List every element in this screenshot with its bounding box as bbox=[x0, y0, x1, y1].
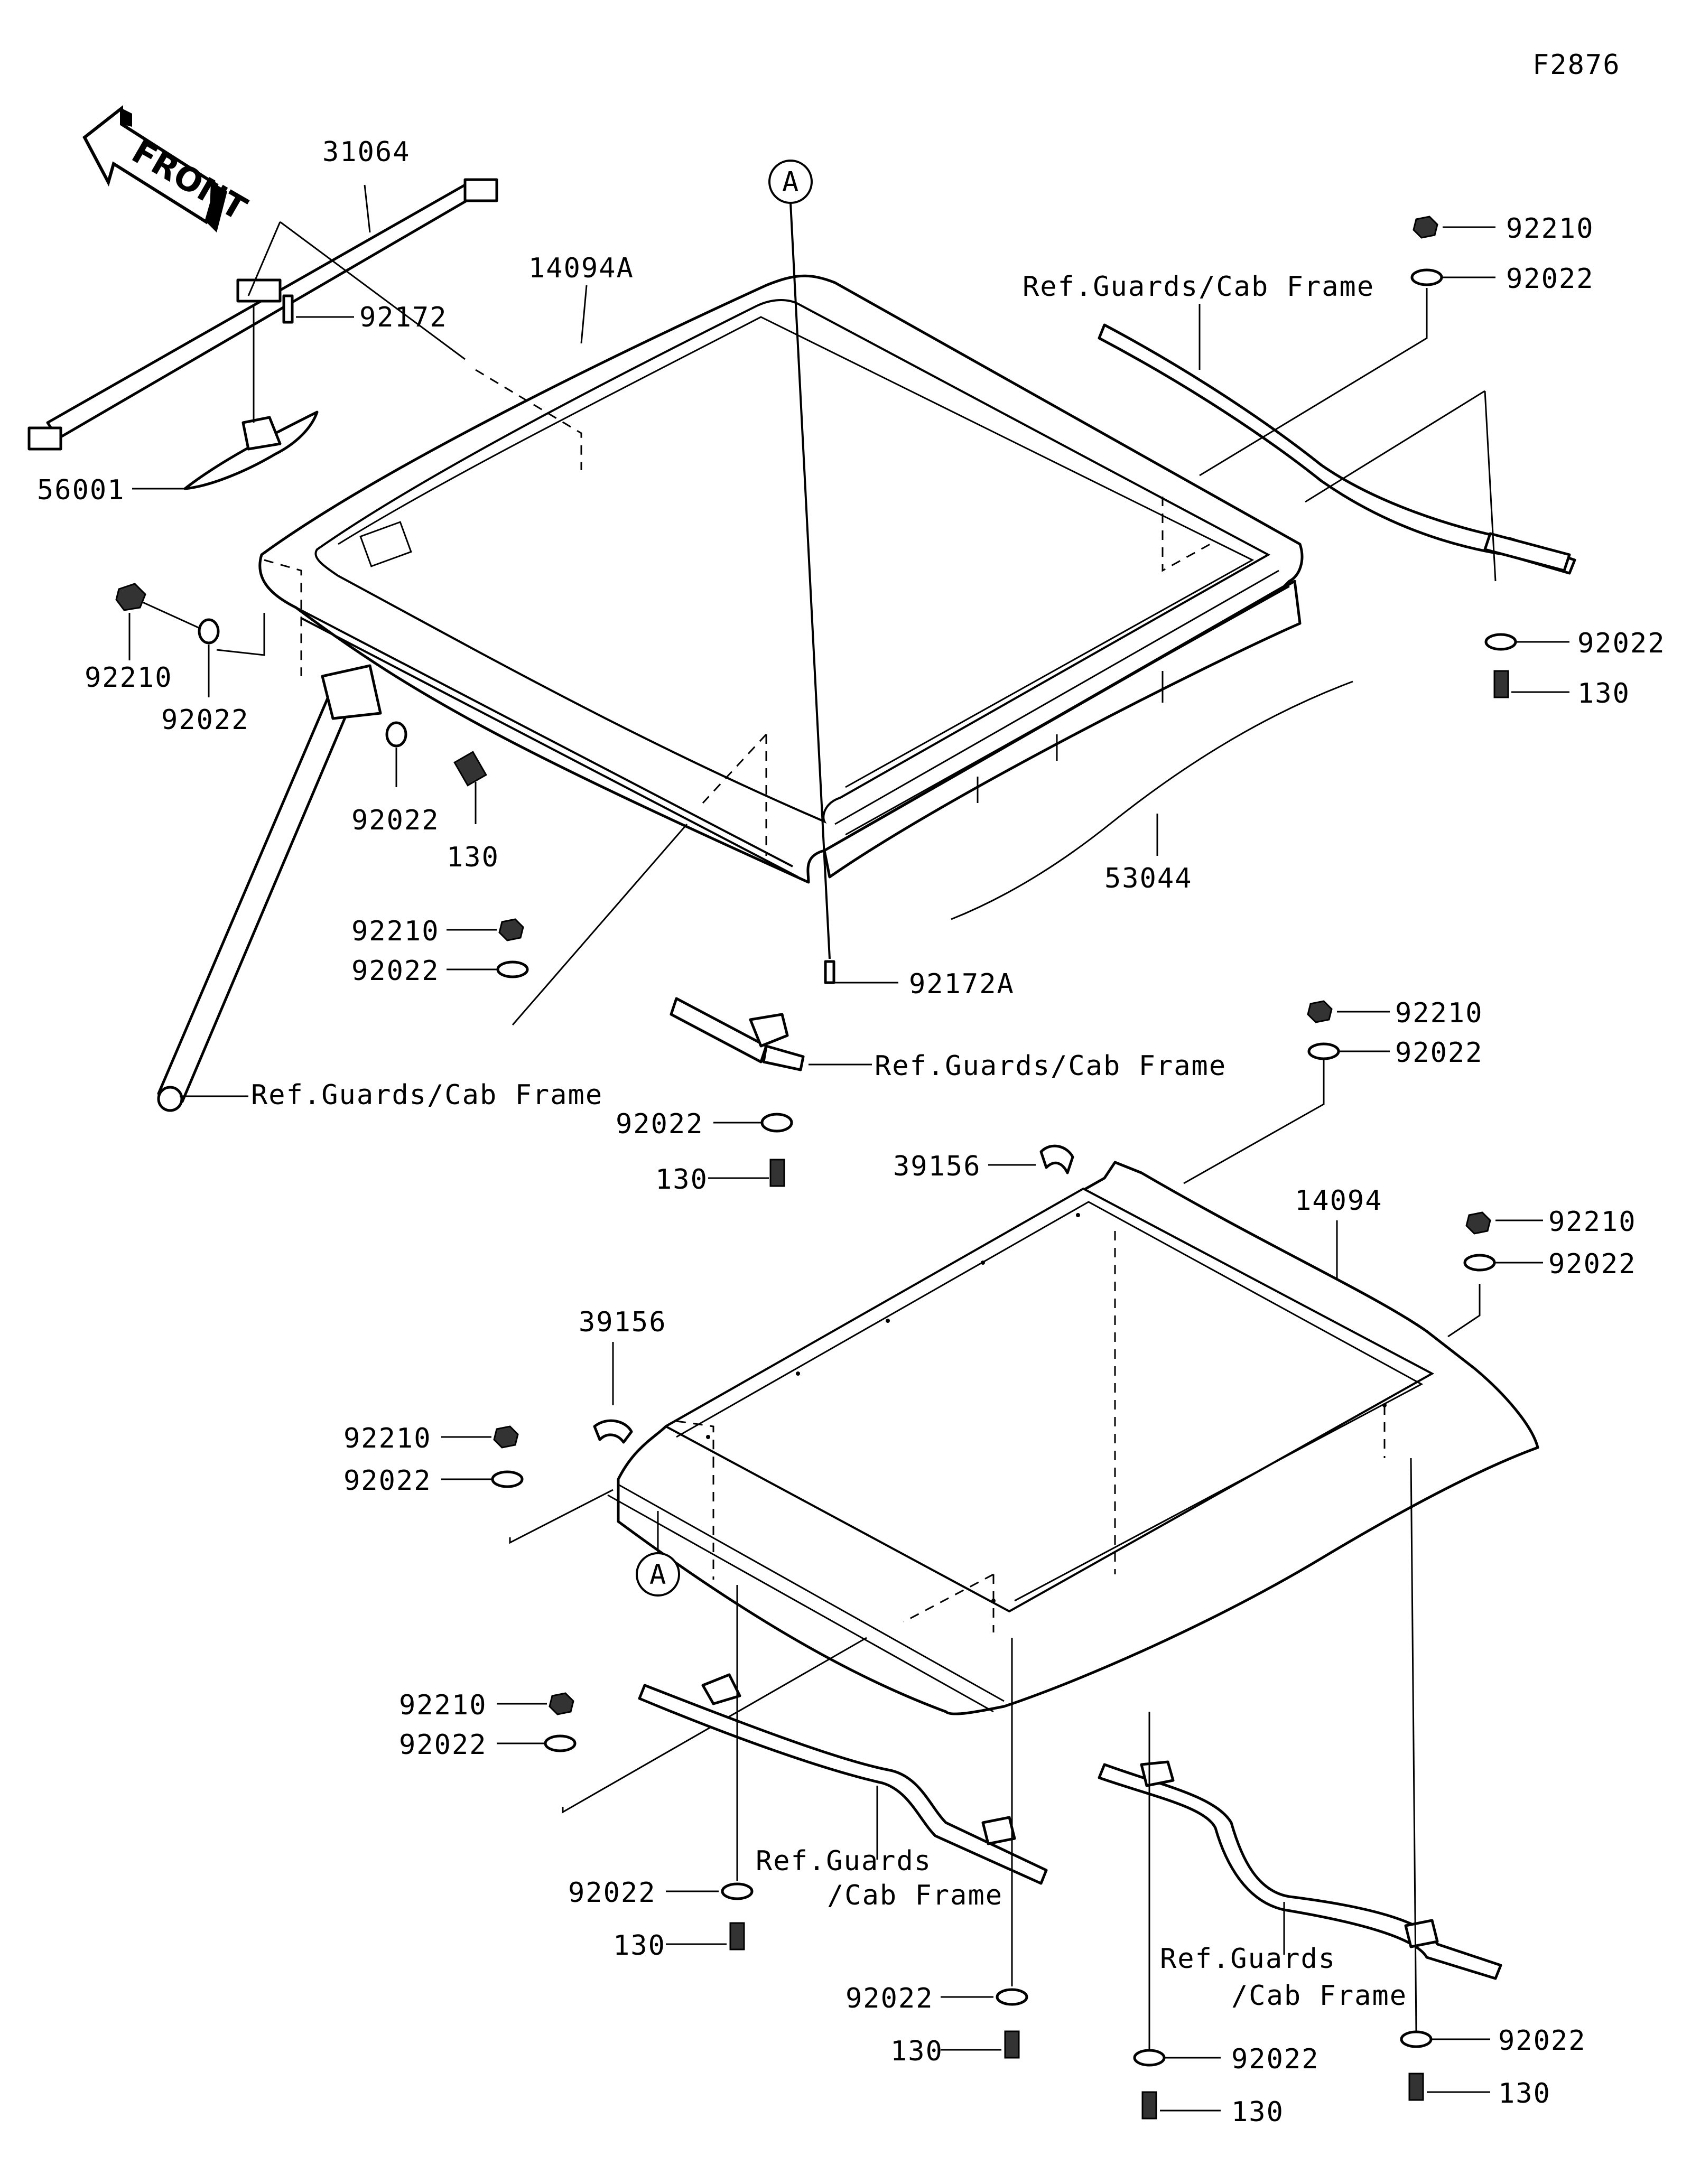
rail-ref-top-right: Ref.Guards/Cab Frame bbox=[1023, 271, 1576, 575]
svg-text:Ref.Guards/Cab Frame: Ref.Guards/Cab Frame bbox=[875, 1050, 1227, 1082]
nut-92210-l4: 92210 bbox=[399, 1690, 574, 1721]
svg-text:A: A bbox=[649, 1559, 667, 1591]
washer-92022-left: 92022 bbox=[142, 601, 265, 736]
svg-text:92022: 92022 bbox=[616, 1108, 704, 1140]
svg-text:92210: 92210 bbox=[343, 1423, 432, 1454]
svg-text:92210: 92210 bbox=[1506, 213, 1594, 245]
washer-92022-center: 92022 bbox=[616, 1108, 793, 1140]
label-31064: 31064 bbox=[322, 136, 411, 168]
left-strut: Ref.Guards/Cab Frame bbox=[157, 664, 603, 1112]
svg-text:92210: 92210 bbox=[1395, 997, 1483, 1029]
bolt-130-b4: 130 bbox=[1408, 2073, 1551, 2110]
washer-92022-l3: 92022 bbox=[343, 1465, 614, 1544]
svg-text:92210: 92210 bbox=[85, 662, 173, 694]
svg-text:53044: 53044 bbox=[1104, 863, 1193, 894]
bolt-130-b2: 130 bbox=[890, 2030, 1020, 2067]
bolt-130-b3: 130 bbox=[1141, 2091, 1284, 2128]
label-ref-left: Ref.Guards/Cab Frame bbox=[251, 1079, 603, 1111]
nut-92210-c: 92210 bbox=[1307, 997, 1483, 1029]
washer-92022-left2: 92022 bbox=[351, 721, 440, 836]
washer-92022-b1: 92022 bbox=[568, 1877, 754, 1909]
nut-92210-mid: 92210 bbox=[351, 916, 524, 947]
svg-text:130: 130 bbox=[655, 1164, 708, 1196]
bolt-130-r1: 130 bbox=[1493, 670, 1630, 710]
washer-92022-c: 92022 bbox=[1183, 1037, 1483, 1184]
label-92172: 92172 bbox=[359, 302, 448, 333]
svg-text:A: A bbox=[782, 166, 800, 198]
svg-text:92022: 92022 bbox=[343, 1465, 432, 1497]
washer-92022-b2: 92022 bbox=[846, 1983, 1028, 2014]
svg-text:92210: 92210 bbox=[399, 1690, 487, 1721]
svg-text:92210: 92210 bbox=[1548, 1206, 1637, 1238]
front-arrow-icon: FRONT bbox=[82, 105, 253, 232]
bar-31064: 31064 bbox=[27, 136, 498, 451]
svg-text:92022: 92022 bbox=[161, 704, 249, 736]
svg-text:130: 130 bbox=[613, 1930, 666, 1962]
svg-text:92022: 92022 bbox=[351, 955, 440, 987]
rail-ref-bottom-right: Ref.Guards /Cab Frame bbox=[1098, 1760, 1502, 2012]
svg-text:130: 130 bbox=[1498, 2078, 1551, 2110]
svg-text:39156: 39156 bbox=[579, 1306, 667, 1338]
svg-text:92022: 92022 bbox=[1548, 1248, 1637, 1280]
svg-text:92022: 92022 bbox=[1231, 2043, 1320, 2075]
svg-text:130: 130 bbox=[1577, 678, 1630, 710]
svg-text:92022: 92022 bbox=[568, 1877, 656, 1909]
svg-text:Ref.Guards: Ref.Guards bbox=[1160, 1943, 1336, 1975]
bolt-130-b1: 130 bbox=[613, 1922, 745, 1962]
ref-marker-a-top: A bbox=[768, 160, 831, 959]
washer-92022-mid: 92022 bbox=[351, 824, 688, 1025]
svg-text:92210: 92210 bbox=[351, 916, 440, 947]
washer-92022-b3: 92022 bbox=[1133, 2043, 1320, 2075]
label-56001: 56001 bbox=[37, 474, 125, 506]
seal-53044: 53044 bbox=[951, 680, 1353, 920]
bracket-56001: 56001 bbox=[37, 306, 319, 506]
svg-text:92022: 92022 bbox=[351, 805, 440, 836]
svg-text:Ref.Guards/Cab Frame: Ref.Guards/Cab Frame bbox=[1023, 271, 1374, 303]
screw-92172A: 92172A bbox=[824, 960, 1015, 1000]
roof-14094A bbox=[258, 274, 1304, 884]
svg-text:Ref.Guards: Ref.Guards bbox=[756, 1845, 932, 1877]
svg-text:130: 130 bbox=[447, 842, 499, 873]
nut-92210-left: 92210 bbox=[85, 583, 173, 694]
washer-92022-r1: 92022 bbox=[1484, 628, 1666, 659]
washer-92022-tr: 92022 bbox=[1199, 263, 1594, 477]
svg-text:92022: 92022 bbox=[1395, 1037, 1483, 1069]
svg-text:92172A: 92172A bbox=[909, 968, 1015, 1000]
nut-92210-r2: 92210 bbox=[1465, 1206, 1637, 1238]
washer-92022-b4: 92022 bbox=[1400, 2025, 1586, 2057]
nut-92210-tr: 92210 bbox=[1413, 213, 1594, 245]
svg-text:130: 130 bbox=[1231, 2096, 1284, 2128]
washer-92022-l4: 92022 bbox=[399, 1637, 867, 1814]
svg-text:14094: 14094 bbox=[1295, 1185, 1383, 1217]
svg-text:92022: 92022 bbox=[1498, 2025, 1586, 2057]
ref-marker-a-bottom: A bbox=[636, 1511, 680, 1597]
roof-14094 bbox=[607, 1161, 1539, 1715]
svg-text:/Cab Frame: /Cab Frame bbox=[1231, 1980, 1407, 2012]
svg-text:39156: 39156 bbox=[893, 1151, 981, 1182]
clip-39156-b: 39156 bbox=[579, 1306, 667, 1444]
svg-text:92022: 92022 bbox=[1577, 628, 1666, 659]
svg-text:92022: 92022 bbox=[399, 1729, 487, 1761]
washer-92022-r2: 92022 bbox=[1447, 1248, 1637, 1338]
nut-92210-l3: 92210 bbox=[343, 1423, 519, 1454]
label-14094A: 14094A bbox=[528, 253, 634, 284]
diagram-id: F2876 bbox=[1532, 49, 1621, 81]
screw-92172: 92172 bbox=[282, 294, 448, 333]
svg-text:92022: 92022 bbox=[846, 1983, 934, 2014]
svg-text:92022: 92022 bbox=[1506, 263, 1594, 295]
svg-text:130: 130 bbox=[890, 2036, 943, 2067]
bolt-130-center: 130 bbox=[655, 1159, 785, 1196]
rail-ref-bottom-left: Ref.Guards /Cab Frame bbox=[638, 1673, 1048, 1911]
bracket-ref-center: Ref.Guards/Cab Frame bbox=[670, 997, 1227, 1082]
bolt-130-left2: 130 bbox=[447, 751, 499, 873]
clip-39156-a: 39156 bbox=[893, 1144, 1074, 1182]
svg-text:/Cab Frame: /Cab Frame bbox=[827, 1880, 1003, 1911]
